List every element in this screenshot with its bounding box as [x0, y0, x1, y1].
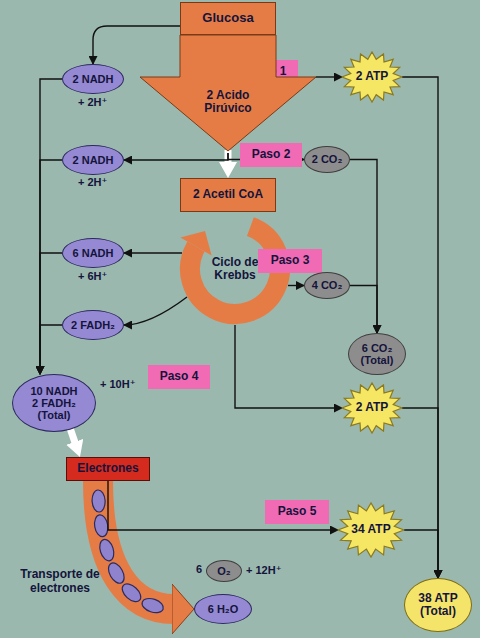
arrow-shape [140, 35, 316, 151]
process-box: 2 Acetil CoA [180, 178, 276, 212]
node-text: 2 NADH [64, 154, 122, 166]
star-shape [342, 52, 402, 102]
carrier-ellipse: 10 NADH 2 FADH₂ (Total) [12, 374, 96, 432]
node-text: 6 H₂O [195, 603, 251, 615]
note-label: + 10H⁺ [100, 378, 135, 391]
total-atp-ellipse: 38 ATP (Total) [404, 578, 472, 632]
connector-line [235, 325, 342, 408]
step-tag: Paso 2 [240, 143, 302, 167]
atp-star: 2 ATP [342, 383, 402, 433]
node-text: 2 NADH [64, 73, 122, 85]
pathway-arrow: 2 Acido Pirúvico [140, 35, 316, 153]
star-shape [338, 503, 404, 557]
electron-box: Electrones [66, 457, 150, 481]
connector-line [124, 252, 182, 253]
node-text: 4 CO₂ [305, 279, 349, 291]
atp-star: 34 ATP [338, 503, 404, 557]
electron-transport-band [98, 481, 174, 609]
star-shape [342, 383, 402, 433]
carrier-oval [140, 596, 165, 615]
node-text: 10 NADH 2 FADH₂ (Total) [28, 385, 80, 422]
node-text: Paso 3 [259, 254, 321, 267]
carrier-oval [93, 514, 109, 538]
note-label: Transporte de electrones [14, 568, 106, 596]
node-text: 38 ATP (Total) [414, 592, 462, 619]
carrier-ellipse: 6 NADH [62, 238, 124, 268]
connector-line [40, 325, 62, 374]
ring-arrow-head [180, 231, 211, 256]
connector-line [124, 297, 187, 325]
node-text: 2 ATP [347, 401, 397, 414]
node-text: Ciclo de Krebbs [205, 256, 265, 283]
node-text: 2 FADH₂ [64, 319, 122, 331]
note-label: 6 [196, 563, 202, 576]
process-box: Glucosa [180, 2, 276, 35]
node-text: Electrones [68, 462, 148, 475]
connector-line [108, 481, 338, 530]
gas-ellipse: 4 CO₂ [304, 272, 350, 299]
step-tag: Paso 4 [148, 365, 210, 389]
connector-line [40, 79, 62, 374]
node-text: Glucosa [183, 11, 273, 26]
node-text: Paso 4 [149, 370, 209, 383]
node-text: 34 ATP [343, 523, 399, 536]
connector-line [350, 160, 377, 334]
node-text: 2 Acido Pirúvico [198, 89, 258, 116]
node-text: 2 CO₂ [305, 153, 349, 165]
connector-line [402, 408, 438, 578]
node-text: Paso 5 [266, 505, 328, 518]
connector-line [404, 530, 438, 578]
connector-line [40, 253, 62, 374]
carrier-oval [97, 538, 116, 563]
connector-line [402, 77, 438, 578]
connector-line [350, 286, 377, 334]
note-label: + 2H⁺ [78, 96, 107, 109]
connector-line [288, 285, 304, 286]
band-layer [91, 481, 174, 615]
connector-line [316, 76, 342, 77]
node-text: 6 CO₂ (Total) [356, 342, 398, 367]
note-label: + 6H⁺ [78, 270, 107, 283]
gas-ellipse: O₂ [206, 560, 242, 582]
connector-line [124, 153, 228, 160]
line-layer [40, 26, 438, 578]
gas-ellipse: 6 CO₂ (Total) [348, 333, 406, 375]
step-tag: Paso 3 [258, 249, 322, 273]
note-label: + 2H⁺ [78, 176, 107, 189]
connector-line [93, 26, 180, 64]
carrier-ellipse: 6 H₂O [194, 594, 252, 624]
node-text: 2 ATP [347, 70, 397, 83]
carrier-ellipse: 2 FADH₂ [62, 310, 124, 340]
carrier-oval [119, 581, 144, 605]
carrier-ellipse: 2 NADH [62, 64, 124, 94]
carrier-oval [91, 490, 105, 513]
node-text: Paso 2 [241, 148, 301, 161]
flow-arrow [70, 428, 77, 448]
node-text: 6 NADH [64, 247, 122, 259]
atp-star: 2 ATP [342, 52, 402, 102]
node-text: O₂ [207, 565, 241, 577]
gas-ellipse: 2 CO₂ [304, 146, 350, 173]
note-label: + 12H⁺ [246, 564, 281, 577]
node-text: 2 Acetil CoA [183, 188, 273, 201]
carrier-oval [105, 560, 127, 586]
connector-line [40, 160, 62, 374]
step-tag: Paso 5 [265, 500, 329, 524]
carrier-ellipse: 2 NADH [62, 145, 124, 175]
